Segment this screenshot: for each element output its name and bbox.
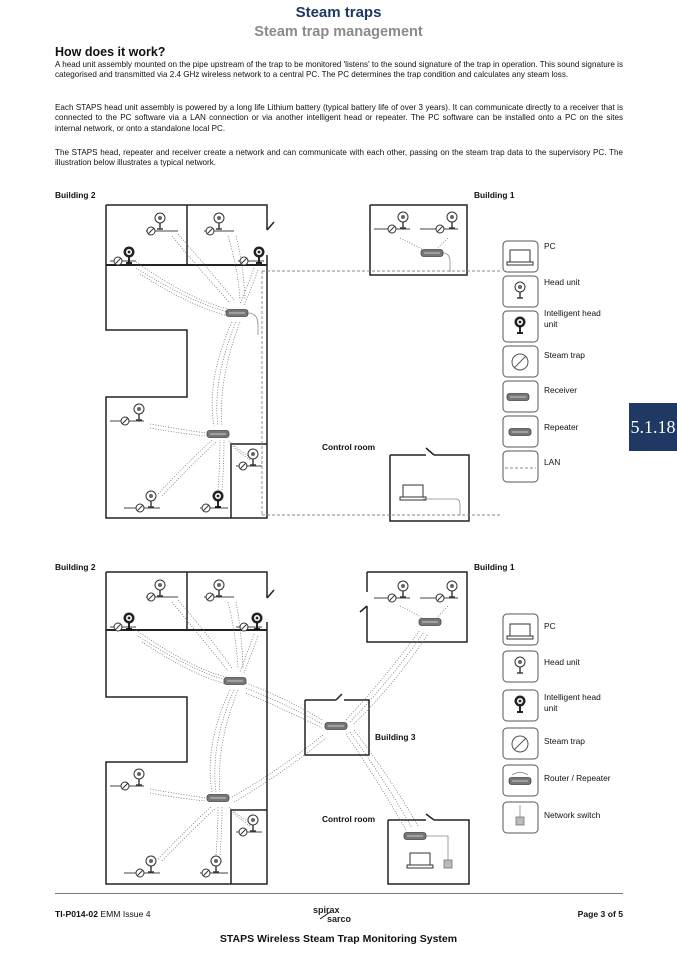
diagram2-building1-label: Building 1	[474, 562, 515, 572]
diagram1-legend-repeater: Repeater	[544, 422, 579, 432]
diagram1-building2	[105, 204, 268, 519]
footer-doc-ref: TI-P014-02 EMM Issue 4	[55, 909, 151, 919]
diagram2-legend-router-repeater: Router / Repeater	[544, 773, 611, 783]
footer-product-title: STAPS Wireless Steam Trap Monitoring Sys…	[219, 933, 458, 945]
diagram2-legend-head-unit: Head unit	[544, 657, 580, 667]
paragraph-3: The STAPS head, repeater and receiver cr…	[55, 148, 623, 168]
diagram2-legend-intelligent-head: Intelligent head unit	[544, 692, 601, 713]
spirax-sarco-logo: spirax sarco	[313, 905, 373, 925]
diagram1-control-room-label: Control room	[322, 442, 376, 452]
diagram1-building1-label: Building 1	[474, 190, 515, 200]
diagram1-wireless-waves	[135, 233, 449, 497]
diagram1-legend-steam-trap: Steam trap	[544, 350, 585, 360]
section-heading: How does it work?	[55, 45, 166, 59]
footer-page-number: Page 3 of 5	[577, 909, 623, 919]
diagram1-legend-lan: LAN	[544, 457, 561, 467]
diagram1-legend-pc: PC	[544, 241, 556, 251]
diagram2-building1	[359, 571, 468, 643]
diagram2-control-room-label: Control room	[322, 814, 376, 824]
paragraph-2: Each STAPS head unit assembly is powered…	[55, 103, 623, 133]
diagram1-legend-receiver: Receiver	[544, 385, 578, 395]
logo-top-text: spirax	[313, 905, 340, 915]
diagram2-legend	[502, 613, 539, 834]
paragraph-1: A head unit assembly mounted on the pipe…	[55, 60, 623, 80]
diagram2-legend-steam-trap: Steam trap	[544, 736, 585, 746]
diagram2-pipes	[110, 596, 458, 874]
diagram1-legend-intelligent-head: Intelligent head unit	[544, 308, 601, 329]
diagram2-building3-label: Building 3	[375, 732, 416, 742]
diagram2-legend-pc: PC	[544, 621, 556, 631]
diagram1-legend	[502, 240, 539, 483]
diagram1-legend-head-unit: Head unit	[544, 277, 580, 287]
page-title: Steam traps	[295, 4, 382, 21]
diagram2-building3	[304, 693, 370, 756]
diagram1-building1	[369, 204, 468, 276]
footer-doc-code: TI-P014-02	[55, 909, 98, 919]
page-subtitle: Steam trap management	[254, 24, 423, 40]
diagram2-control-room	[387, 813, 470, 885]
diagram1-lan-lines	[261, 270, 500, 516]
footer-issue: EMM Issue 4	[100, 909, 151, 919]
logo-bottom-text: sarco	[327, 914, 352, 924]
section-tab: 5.1.18	[629, 403, 677, 451]
footer-rule	[55, 893, 623, 894]
diagram2-building2-label: Building 2	[55, 562, 96, 572]
diagram1-control-room	[389, 447, 470, 522]
diagram2-wireless-waves	[135, 599, 449, 862]
diagram2-legend-network-switch: Network switch	[544, 810, 601, 820]
diagram1-building2-label: Building 2	[55, 190, 96, 200]
